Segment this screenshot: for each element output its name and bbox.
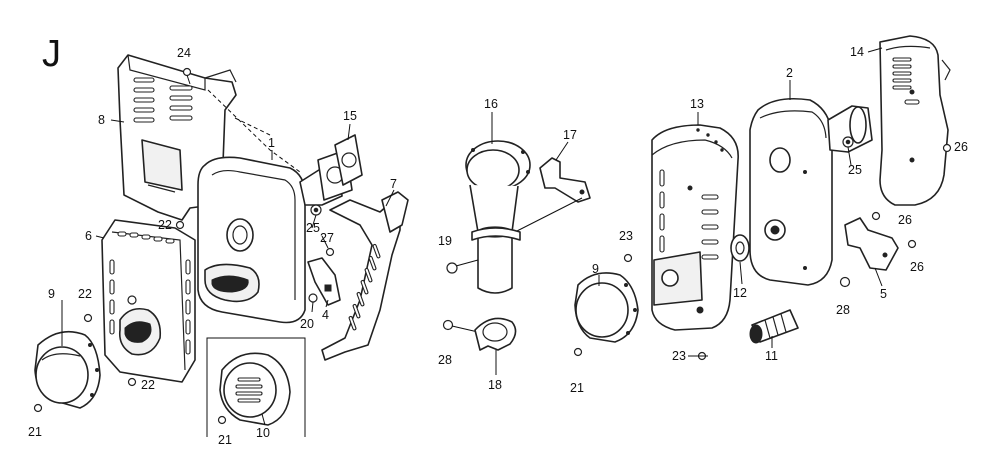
callout-1: 1 — [268, 136, 275, 150]
guide-line-1 — [207, 89, 301, 173]
callout-25-left: 25 — [306, 221, 320, 235]
callout-17: 17 — [563, 128, 577, 142]
screw-20 — [308, 293, 318, 313]
small-leaders — [311, 146, 852, 357]
screw-22-bottom — [127, 377, 137, 387]
callout-28-left: 28 — [438, 353, 452, 367]
pipe-clamp — [471, 227, 521, 241]
part-12-washer — [730, 234, 750, 262]
callout-13: 13 — [690, 97, 704, 111]
part-9-cap-left — [34, 330, 101, 409]
screw-22-left — [83, 313, 93, 323]
part-9-cap-middle — [574, 272, 639, 343]
screw-22-top — [175, 220, 185, 230]
callout-7: 7 — [390, 177, 397, 191]
callout-25-right: 25 — [848, 163, 862, 177]
part-13-tall-cover — [651, 124, 739, 331]
screw-21-box — [217, 415, 227, 425]
screw-27 — [325, 247, 335, 257]
callout-20: 20 — [300, 317, 314, 331]
callout-8: 8 — [98, 113, 105, 127]
callout-28-right: 28 — [836, 303, 850, 317]
callout-12: 12 — [733, 286, 747, 300]
callout-22-bottom: 22 — [141, 378, 155, 392]
callout-14: 14 — [850, 45, 864, 59]
leader-17-clamp — [514, 197, 583, 233]
screw-21-left — [33, 403, 43, 413]
part-18-band-clamp — [474, 317, 517, 351]
part-6-protector — [101, 219, 196, 383]
callout-22-top: 22 — [158, 218, 172, 232]
callout-21-box: 21 — [218, 433, 232, 447]
callout-9-middle: 9 — [592, 262, 599, 276]
part-11-screen — [749, 309, 799, 344]
screw-26-middle — [871, 211, 881, 221]
screw-23-upper — [623, 253, 633, 263]
callout-26-top: 26 — [954, 140, 968, 154]
callout-4: 4 — [322, 308, 329, 322]
part-5-bracket — [844, 217, 899, 271]
nut-25-right — [842, 136, 854, 148]
part-16-cap-elbow — [465, 140, 531, 294]
screw-26-top — [942, 143, 952, 153]
screw-26-bottom — [907, 239, 917, 249]
callout-26-bottom: 26 — [910, 260, 924, 274]
callout-24: 24 — [177, 46, 191, 60]
callout-18: 18 — [488, 378, 502, 392]
bolt-28-right — [839, 276, 851, 288]
callout-9-left: 9 — [48, 287, 55, 301]
screw-24 — [182, 67, 192, 85]
bolt-19 — [446, 259, 479, 274]
screw-21-middle — [573, 347, 583, 357]
callout-2: 2 — [786, 66, 793, 80]
callout-21-left: 21 — [28, 425, 42, 439]
part-4-bracket — [307, 257, 341, 306]
section-letter: J — [42, 33, 61, 75]
part-17-bracket — [539, 157, 591, 203]
nut-25-left — [310, 204, 322, 216]
callout-labels: 1 2 4 5 6 7 8 9 9 10 11 12 13 14 15 16 1… — [28, 45, 968, 447]
callout-23-lower: 23 — [672, 349, 686, 363]
part-10-slotted-cap — [219, 352, 291, 426]
callout-16: 16 — [484, 97, 498, 111]
part-2-muffler-right — [749, 97, 873, 286]
part-14-heat-shield — [879, 35, 951, 206]
bolt-28-left — [442, 319, 479, 333]
callout-27: 27 — [320, 231, 334, 245]
callout-6: 6 — [85, 229, 92, 243]
callout-10: 10 — [256, 426, 270, 440]
callout-15: 15 — [343, 109, 357, 123]
part-10-box — [206, 337, 306, 437]
callout-21-middle: 21 — [570, 381, 584, 395]
callout-23-upper: 23 — [619, 229, 633, 243]
callout-19: 19 — [438, 234, 452, 248]
callout-5: 5 — [880, 287, 887, 301]
callout-26-middle: 26 — [898, 213, 912, 227]
callout-22-left: 22 — [78, 287, 92, 301]
callout-leaders — [61, 47, 883, 426]
callout-11: 11 — [765, 349, 778, 363]
